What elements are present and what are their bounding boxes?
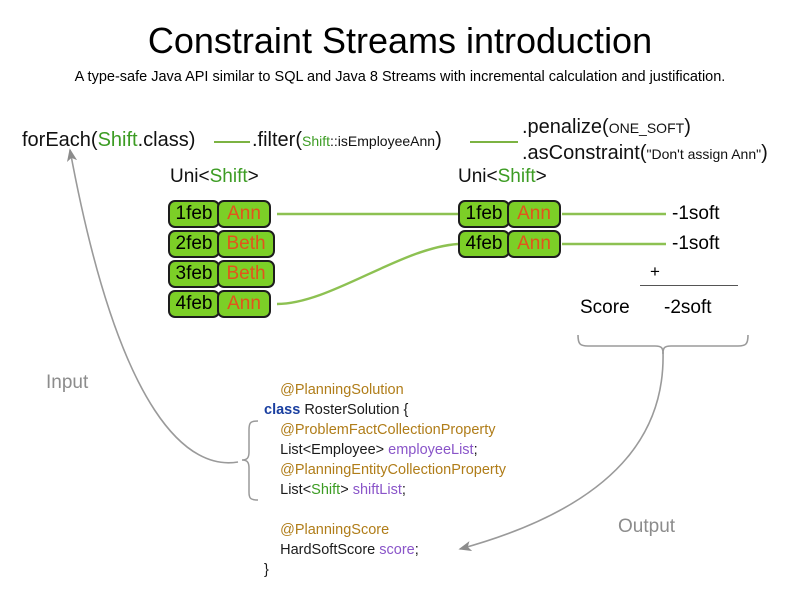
uni-left-prefix: Uni< <box>170 166 210 187</box>
shift-chip[interactable]: 2feb Beth <box>168 230 275 258</box>
code-token-kw: class <box>264 402 305 418</box>
page-subtitle: A type-safe Java API similar to SQL and … <box>74 69 726 85</box>
for-each-type: Shift <box>97 129 138 151</box>
code-token: ; <box>414 542 419 558</box>
code-token: HardSoftScore <box>280 542 380 558</box>
shift-chip[interactable]: 3feb Beth <box>168 260 275 288</box>
output-label: Output <box>618 516 676 537</box>
shift-date: 2feb <box>168 230 220 258</box>
shift-date: 4feb <box>168 290 220 318</box>
pipeline-as-constraint[interactable]: .asConstraint("Don't assign Ann") <box>522 141 768 166</box>
uni-left-suffix: > <box>247 166 259 187</box>
code-indent <box>264 522 280 538</box>
pipeline-filter[interactable]: .filter(Shift::isEmployeeAnn) <box>252 128 442 153</box>
shift-chip[interactable]: 4feb Ann <box>168 290 271 318</box>
penalty-label: -1soft <box>672 203 720 224</box>
page-title: Constraint Streams introduction <box>147 20 653 61</box>
code-line: List<Employee> employeeList; <box>264 440 506 460</box>
filter-type: Shift <box>302 133 331 149</box>
score-sum-rule <box>640 285 738 286</box>
shift-date: 1feb <box>458 200 510 228</box>
pipeline-connector-1 <box>214 141 250 143</box>
code-indent <box>264 542 280 558</box>
code-token-ann: @ProblemFactCollectionProperty <box>280 422 496 438</box>
code-token-fld: employeeList <box>388 442 474 458</box>
code-line: } <box>264 560 506 580</box>
filter-method: ::isEmployeeAnn <box>330 133 436 149</box>
as-constraint-prefix: .asConstraint( <box>522 142 647 164</box>
filter-suffix: ) <box>435 129 442 151</box>
pipeline-for-each[interactable]: forEach(Shift.class) <box>22 128 195 152</box>
shift-employee: Ann <box>217 200 271 228</box>
code-token: ; <box>473 442 478 458</box>
shift-date: 1feb <box>168 200 220 228</box>
code-line: List<Shift> shiftList; <box>264 480 506 500</box>
score-brace <box>577 334 749 355</box>
for-each-prefix: forEach( <box>22 129 98 151</box>
code-token-fld: shiftList <box>352 482 402 498</box>
shift-chip[interactable]: 1feb Ann <box>458 200 561 228</box>
as-constraint-arg: "Don't assign Ann" <box>646 146 762 162</box>
uni-left-type: Shift <box>209 166 248 187</box>
code-line: @PlanningEntityCollectionProperty <box>264 460 506 480</box>
score-operator: + <box>650 262 660 281</box>
score-total: -2soft <box>664 297 712 318</box>
code-indent <box>264 382 280 398</box>
code-line: @PlanningSolution <box>264 380 506 400</box>
code-token-gt: Shift <box>311 482 341 498</box>
shift-employee: Ann <box>217 290 271 318</box>
shift-chip[interactable]: 4feb Ann <box>458 230 561 258</box>
score-label: Score <box>580 297 630 318</box>
uni-caption-left: Uni<Shift> <box>170 166 259 188</box>
input-label: Input <box>46 372 89 393</box>
shift-employee: Beth <box>217 230 275 258</box>
shift-date: 3feb <box>168 260 220 288</box>
shift-employee: Ann <box>507 200 561 228</box>
shift-date: 4feb <box>458 230 510 258</box>
shift-employee: Ann <box>507 230 561 258</box>
uni-right-prefix: Uni< <box>458 166 498 187</box>
code-token-ann: @PlanningScore <box>280 522 390 538</box>
shift-chip[interactable]: 1feb Ann <box>168 200 271 228</box>
code-token: List<Employee> <box>280 442 389 458</box>
code-token-fld: score <box>379 542 415 558</box>
pipeline-connector-2 <box>470 141 518 143</box>
shift-employee: Beth <box>217 260 275 288</box>
code-line: HardSoftScore score; <box>264 540 506 560</box>
code-indent <box>264 482 280 498</box>
code-fields-brace <box>241 420 259 501</box>
code-indent <box>264 502 280 518</box>
code-token: ; <box>401 482 406 498</box>
code-indent <box>264 462 280 478</box>
code-indent <box>264 442 280 458</box>
uni-right-type: Shift <box>497 166 536 187</box>
code-line: @PlanningScore <box>264 520 506 540</box>
code-indent <box>264 422 280 438</box>
penalize-arg: ONE_SOFT <box>608 120 685 136</box>
code-token-ann: @PlanningEntityCollectionProperty <box>280 462 507 478</box>
code-token: RosterSolution { <box>304 402 409 418</box>
as-constraint-suffix: ) <box>761 142 768 164</box>
filter-prefix: .filter( <box>252 129 302 151</box>
code-line <box>264 500 506 520</box>
uni-right-suffix: > <box>535 166 547 187</box>
stream-link-4feb <box>276 242 459 306</box>
code-token: List< <box>280 482 312 498</box>
code-token: > <box>340 482 353 498</box>
penalize-prefix: .penalize( <box>522 116 609 138</box>
penalty-label: -1soft <box>672 233 720 254</box>
pipeline-penalize[interactable]: .penalize(ONE_SOFT) <box>522 115 691 140</box>
uni-caption-right: Uni<Shift> <box>458 166 547 188</box>
code-line: class RosterSolution { <box>264 400 506 420</box>
code-token: } <box>264 562 269 578</box>
penalize-suffix: ) <box>684 116 691 138</box>
code-token-ann: @PlanningSolution <box>280 382 404 398</box>
code-line: @ProblemFactCollectionProperty <box>264 420 506 440</box>
for-each-suffix: .class) <box>137 129 196 151</box>
